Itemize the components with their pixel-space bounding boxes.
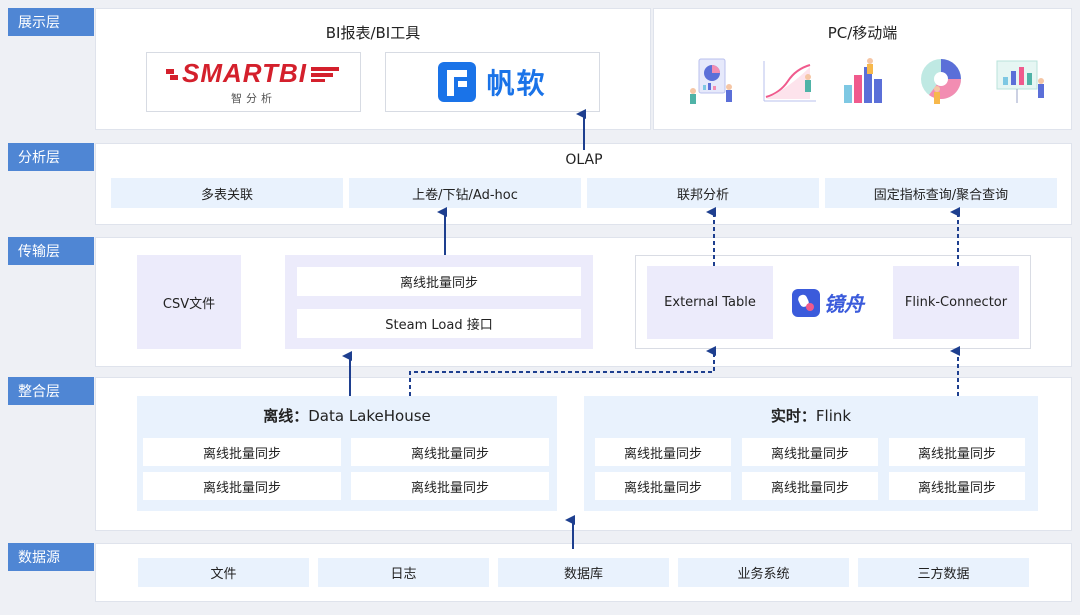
offline-item: 离线批量同步 bbox=[351, 472, 549, 500]
smartbi-wordmark: SMARTBI bbox=[182, 58, 307, 88]
external-table-box: External Table bbox=[647, 266, 773, 339]
bar-chart-illustration-icon bbox=[844, 58, 882, 103]
csv-file-box: CSV文件 bbox=[137, 255, 241, 349]
smartbi-mark-icon bbox=[166, 68, 179, 80]
smartbi-stripes-icon bbox=[310, 66, 339, 82]
offline-title-bold: 离线： bbox=[263, 407, 309, 425]
realtime-item: 离线批量同步 bbox=[889, 472, 1025, 500]
jingzhou-wordmark: 镜舟 bbox=[824, 292, 864, 316]
layer-label-integration: 整合层 bbox=[8, 377, 94, 405]
analysis-item-fixed-metrics: 固定指标查询/聚合查询 bbox=[825, 178, 1057, 208]
olap-title: OLAP bbox=[565, 152, 603, 168]
jingzhou-mark-icon bbox=[792, 288, 820, 317]
offline-title-rest: Data LakeHouse bbox=[308, 407, 431, 425]
offline-title: 离线：Data LakeHouse bbox=[137, 405, 557, 426]
layer-label-presentation: 展示层 bbox=[8, 8, 94, 36]
smartbi-logo: SMARTBI 智分析 bbox=[146, 52, 361, 112]
source-item-third-party: 三方数据 bbox=[858, 558, 1029, 587]
realtime-item: 离线批量同步 bbox=[742, 438, 878, 466]
offline-item: 离线批量同步 bbox=[143, 438, 341, 466]
realtime-title-rest: Flink bbox=[815, 407, 852, 425]
analysis-item-rollup-drilldown: 上卷/下钻/Ad-hoc bbox=[349, 178, 581, 208]
analysis-item-multi-table-join: 多表关联 bbox=[111, 178, 343, 208]
source-item-database: 数据库 bbox=[498, 558, 669, 587]
fanruan-mark-icon bbox=[438, 62, 477, 102]
realtime-item: 离线批量同步 bbox=[595, 438, 731, 466]
source-item-file: 文件 bbox=[138, 558, 309, 587]
realtime-item: 离线批量同步 bbox=[889, 438, 1025, 466]
layer-label-analysis: 分析层 bbox=[8, 143, 94, 171]
fanruan-wordmark: 帆软 bbox=[486, 67, 547, 100]
report-illustration-icon bbox=[690, 58, 732, 104]
flink-connector-box: Flink-Connector bbox=[893, 266, 1019, 339]
presentation-board-illustration-icon bbox=[996, 60, 1044, 103]
analysis-item-federated: 联邦分析 bbox=[587, 178, 819, 208]
fanruan-logo: 帆软 bbox=[385, 52, 600, 112]
offline-item: 离线批量同步 bbox=[351, 438, 549, 466]
realtime-title-bold: 实时： bbox=[770, 407, 816, 425]
source-item-business-system: 业务系统 bbox=[678, 558, 849, 587]
stream-load-box: Steam Load 接口 bbox=[297, 309, 581, 338]
realtime-title: 实时：Flink bbox=[584, 405, 1038, 426]
realtime-item: 离线批量同步 bbox=[742, 472, 878, 500]
pie-chart-illustration-icon bbox=[921, 59, 961, 104]
realtime-item: 离线批量同步 bbox=[595, 472, 731, 500]
jingzhou-logo: 镜舟 bbox=[792, 288, 864, 317]
layer-label-transport: 传输层 bbox=[8, 237, 94, 265]
bi-tools-title: BI报表/BI工具 bbox=[325, 24, 421, 42]
offline-item: 离线批量同步 bbox=[143, 472, 341, 500]
smartbi-subtitle: 智分析 bbox=[231, 92, 276, 105]
pc-mobile-title: PC/移动端 bbox=[827, 24, 898, 42]
batch-sync-box: 离线批量同步 bbox=[297, 267, 581, 296]
growth-chart-illustration-icon bbox=[763, 61, 816, 102]
source-item-log: 日志 bbox=[318, 558, 489, 587]
layer-label-source: 数据源 bbox=[8, 543, 94, 571]
